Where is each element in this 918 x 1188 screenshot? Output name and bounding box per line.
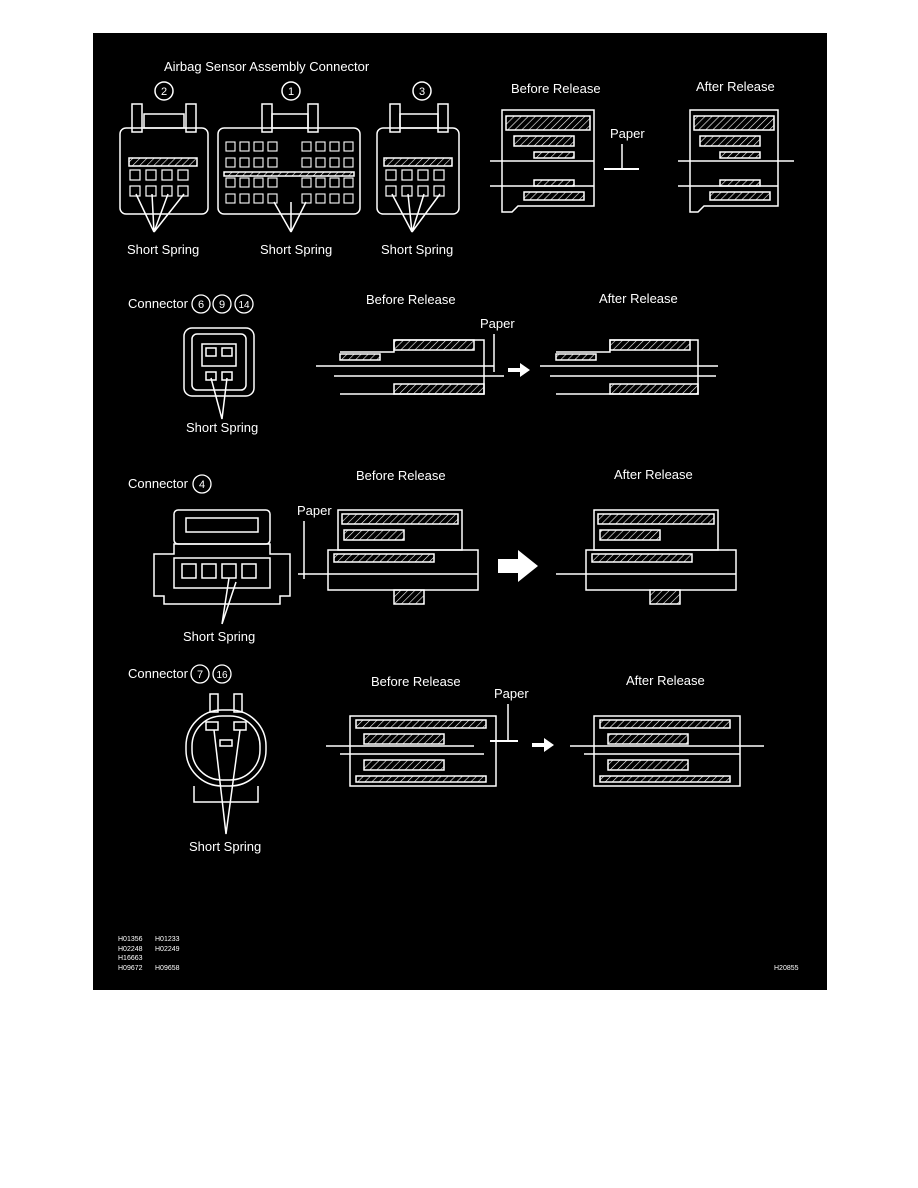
connector-a-face xyxy=(183,327,255,420)
after-release-label-4: After Release xyxy=(626,673,705,688)
connector-3-number: 3 xyxy=(419,86,425,98)
code-col2-row4: H09658 xyxy=(155,965,180,972)
section1-after-cross-section xyxy=(678,109,794,213)
figure-code: H20855 xyxy=(774,965,799,972)
paper-label-4: Paper xyxy=(494,686,529,701)
paper-label-1: Paper xyxy=(610,126,645,141)
paper-label-3: Paper xyxy=(297,503,332,518)
connector-c-number-2: 16 xyxy=(216,670,228,681)
main-title: Airbag Sensor Assembly Connector xyxy=(164,59,370,74)
section2-after-cross-section xyxy=(540,339,718,395)
connector-1-face xyxy=(217,81,361,233)
connector-b-label: Connector xyxy=(128,476,189,491)
after-release-label-2: After Release xyxy=(599,291,678,306)
before-release-label-2: Before Release xyxy=(366,292,456,307)
code-col1-row4: H09672 xyxy=(118,965,143,972)
section4-before-cross-section xyxy=(326,715,497,787)
section3-before-cross-section xyxy=(298,509,479,605)
arrow-right-icon-small-1 xyxy=(508,363,530,377)
section4-after-cross-section xyxy=(570,715,764,787)
connector-2-number: 2 xyxy=(161,86,167,98)
code-col1-row1: H01356 xyxy=(118,936,143,943)
connector-c-label: Connector xyxy=(128,666,189,681)
connector-a-number-1: 6 xyxy=(198,299,204,311)
before-release-label-3: Before Release xyxy=(356,468,446,483)
code-col1-row3: H16663 xyxy=(118,955,143,962)
after-release-label-3: After Release xyxy=(614,467,693,482)
arrow-right-icon-small-2 xyxy=(532,738,554,752)
short-spring-label-1: Short Spring xyxy=(127,242,199,257)
connector-1-number: 1 xyxy=(288,86,294,98)
code-col2-row2: H02249 xyxy=(155,946,180,953)
arrow-right-icon-large xyxy=(498,550,538,582)
diagram-canvas: Airbag Sensor Assembly Connector 2 Short… xyxy=(118,59,799,972)
connector-b-number: 4 xyxy=(199,479,205,491)
short-spring-label-6: Short Spring xyxy=(189,839,261,854)
connector-a-label: Connector xyxy=(128,296,189,311)
connector-2-face xyxy=(119,81,209,233)
connector-c-face xyxy=(185,693,267,835)
short-spring-label-3: Short Spring xyxy=(381,242,453,257)
code-col2-row1: H01233 xyxy=(155,936,180,943)
paper-label-2: Paper xyxy=(480,316,515,331)
connector-c-number-1: 7 xyxy=(197,669,203,681)
connector-a-number-3: 14 xyxy=(238,300,250,311)
section1-before-cross-section xyxy=(490,109,595,213)
before-release-label-4: Before Release xyxy=(371,674,461,689)
section3-after-cross-section xyxy=(556,509,737,605)
short-spring-label-2: Short Spring xyxy=(260,242,332,257)
connector-3-face xyxy=(376,81,460,233)
section2-before-cross-section xyxy=(316,339,504,395)
code-col1-row2: H02248 xyxy=(118,946,143,953)
before-release-label-1: Before Release xyxy=(511,81,601,96)
short-spring-label-5: Short Spring xyxy=(183,629,255,644)
wiring-diagram-figure: Airbag Sensor Assembly Connector 2 Short… xyxy=(93,33,827,990)
connector-a-number-2: 9 xyxy=(219,299,225,311)
after-release-label-1: After Release xyxy=(696,79,775,94)
connector-b-face xyxy=(153,509,291,625)
short-spring-label-4: Short Spring xyxy=(186,420,258,435)
